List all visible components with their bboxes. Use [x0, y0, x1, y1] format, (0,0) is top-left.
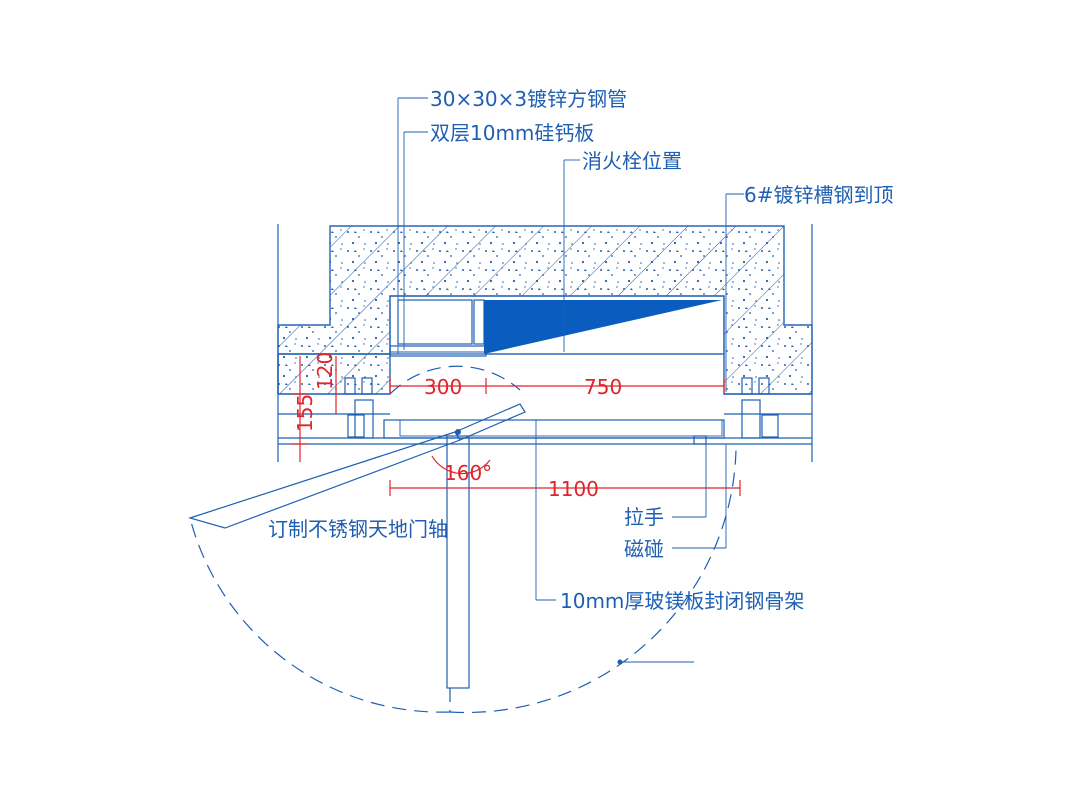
dimension-lines — [292, 356, 741, 496]
dimension-155: 155 — [293, 394, 317, 432]
dimension-120: 120 — [313, 352, 337, 390]
hydrant-recess — [389, 295, 725, 357]
dimension-300: 300 — [424, 375, 462, 399]
label-door-pivot: 订制不锈钢天地门轴 — [268, 517, 448, 541]
label-calcium-board: 双层10mm硅钙板 — [430, 121, 594, 145]
label-mgo-board: 10mm厚玻镁板封闭钢骨架 — [560, 589, 804, 613]
label-steel-tube: 30×30×3镀锌方钢管 — [430, 87, 627, 111]
label-channel-steel: 6#镀锌槽钢到顶 — [744, 183, 893, 207]
label-handle: 拉手 — [624, 505, 664, 529]
label-magnet: 磁碰 — [624, 537, 664, 561]
label-hydrant-position: 消火栓位置 — [582, 149, 682, 173]
dimension-angle: 160° — [444, 461, 492, 485]
concrete-wall — [277, 224, 813, 462]
leader-lines — [397, 97, 744, 665]
hydrant-fill — [484, 300, 722, 354]
dimension-750: 750 — [584, 375, 622, 399]
channel-steel-frame — [278, 377, 812, 445]
dimension-1100: 1100 — [548, 477, 599, 501]
door-swing — [187, 365, 737, 714]
